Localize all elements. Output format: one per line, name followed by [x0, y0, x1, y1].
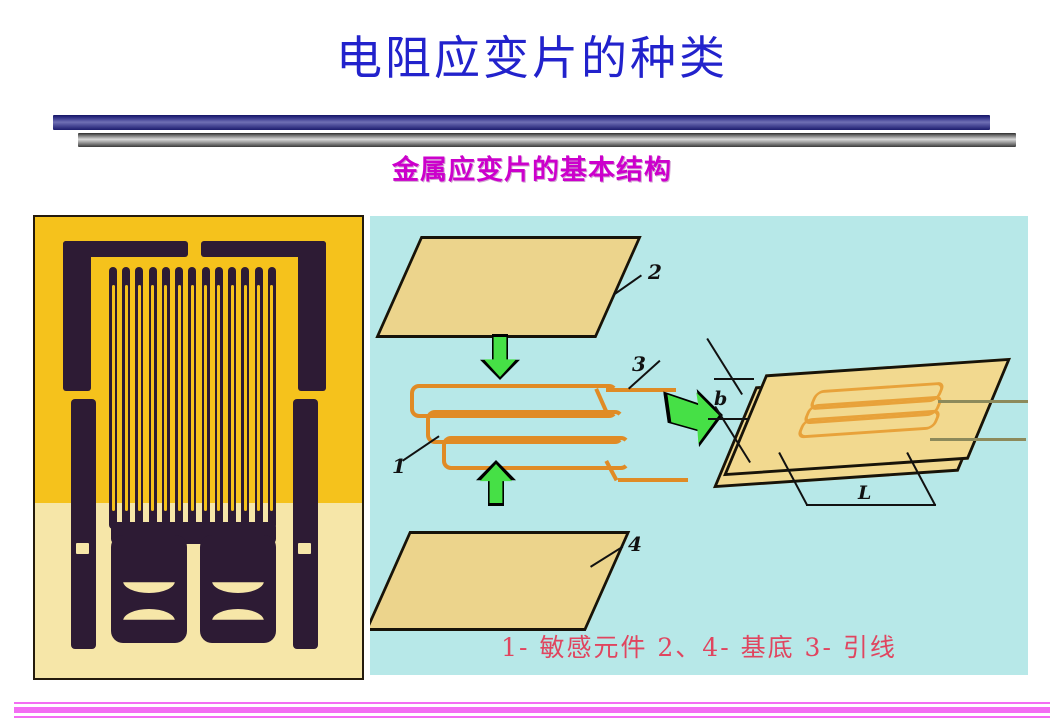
assembly-lead-wire-bottom	[930, 438, 1026, 441]
photo-foil-grid-slit	[124, 285, 128, 511]
photo-frame-left	[63, 241, 91, 391]
title-divider-gray-bar	[78, 133, 1016, 147]
dimension-L-arrow	[806, 504, 936, 506]
arrow-down-fill	[484, 337, 516, 377]
backing-plate-bottom	[370, 531, 631, 631]
wire-lead-bottom	[618, 478, 688, 482]
dimension-label-L: L	[858, 482, 872, 504]
dimension-b-arrow-top	[714, 378, 754, 380]
callout-label-1: 1	[392, 454, 406, 478]
photo-foil-grid-slit	[164, 285, 168, 511]
backing-plate-top	[375, 236, 642, 338]
photo-pad-arc-3	[212, 582, 264, 593]
sensing-element-wire-grid	[410, 384, 710, 482]
photo-foil-grid-slit	[177, 285, 181, 511]
dimension-label-b: b	[714, 388, 728, 410]
section-subtitle: 金属应变片的基本结构	[392, 155, 672, 186]
callout-label-3: 3	[632, 352, 646, 376]
photo-pad-arc-1	[123, 582, 175, 593]
photo-frame-top-left	[63, 241, 188, 257]
footer-rule-thick	[14, 707, 1050, 713]
photo-tab-right-hole	[298, 543, 311, 554]
assembly-lead-wire-top	[938, 400, 1028, 403]
strain-gauge-photo	[33, 215, 364, 680]
title-divider-blue-bar	[53, 115, 990, 130]
wire-lead-top	[606, 388, 676, 392]
wire-loop-1	[410, 384, 618, 418]
footer-rule-thin-bottom	[14, 716, 1050, 718]
photo-tab-left-hole	[76, 543, 89, 554]
wire-loop-2	[426, 410, 624, 444]
dimension-b-arrow-bottom	[708, 418, 748, 420]
footer-rule-thin-top	[14, 702, 1050, 704]
photo-solder-tab-left	[71, 399, 96, 649]
photo-frame-top-right	[201, 241, 326, 257]
strain-gauge-structure-diagram: 2 1 3 4	[370, 216, 1028, 675]
photo-foil-grid	[109, 267, 281, 529]
callout-label-2: 2	[648, 260, 662, 284]
photo-pad-arc-2	[123, 609, 175, 620]
wire-loop-3	[442, 436, 630, 470]
photo-foil-grid-slit	[270, 285, 274, 511]
page-title: 电阻应变片的种类	[336, 31, 728, 85]
photo-frame-right	[298, 241, 326, 391]
photo-foil-grid-slit	[111, 285, 115, 511]
callout-label-4: 4	[628, 532, 642, 556]
photo-foil-grid-slit	[190, 285, 194, 511]
assembled-strain-gauge-3d: b L	[706, 338, 1028, 536]
photo-foil-grid-slit	[217, 285, 221, 511]
photo-foil-grid-slit	[204, 285, 208, 511]
photo-foil-grid-slit	[230, 285, 234, 511]
photo-solder-tab-right	[293, 399, 318, 649]
photo-foil-grid-slit	[257, 285, 261, 511]
photo-pad-arc-4	[212, 609, 264, 620]
photo-foil-grid-slit	[151, 285, 155, 511]
dimension-b-upper-tick	[706, 338, 743, 396]
diagram-caption: 1- 敏感元件 2、4- 基底 3- 引线	[501, 633, 897, 662]
photo-foil-grid-slit	[137, 285, 141, 511]
photo-foil-grid-slit	[243, 285, 247, 511]
